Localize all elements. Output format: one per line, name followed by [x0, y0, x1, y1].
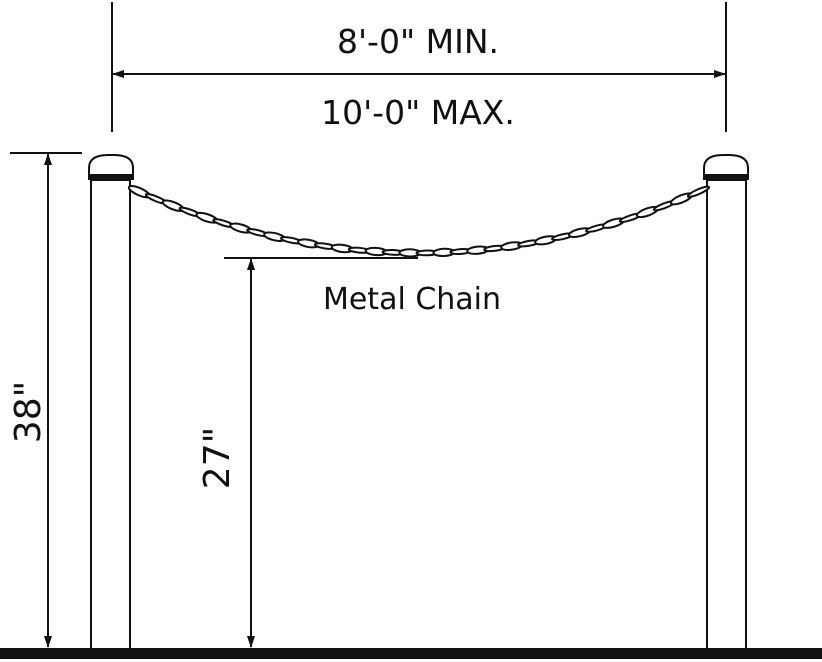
left-post — [88, 154, 134, 650]
post-shaft — [706, 179, 747, 650]
post-cap-band — [88, 174, 134, 180]
span-min-label: 8'-0" MIN. — [337, 22, 499, 61]
post-cap-band — [703, 174, 749, 180]
metal-chain — [127, 185, 711, 258]
post-height-label: 38" — [8, 381, 49, 443]
chain-height-dimension: 27" — [197, 257, 418, 648]
post-height-dimension: 38" — [8, 152, 82, 648]
metal-chain-label: Metal Chain — [323, 282, 501, 317]
post-cap-icon — [703, 154, 749, 177]
chain-link — [686, 185, 711, 198]
right-post — [703, 154, 749, 650]
span-max-label: 10'-0" MAX. — [321, 93, 515, 132]
post-shaft — [90, 179, 131, 650]
post-cap-icon — [88, 154, 134, 177]
chain-height-label: 27" — [197, 427, 238, 489]
ground-line — [0, 648, 822, 659]
span-dimension: 8'-0" MIN. 10'-0" MAX. — [111, 2, 727, 132]
